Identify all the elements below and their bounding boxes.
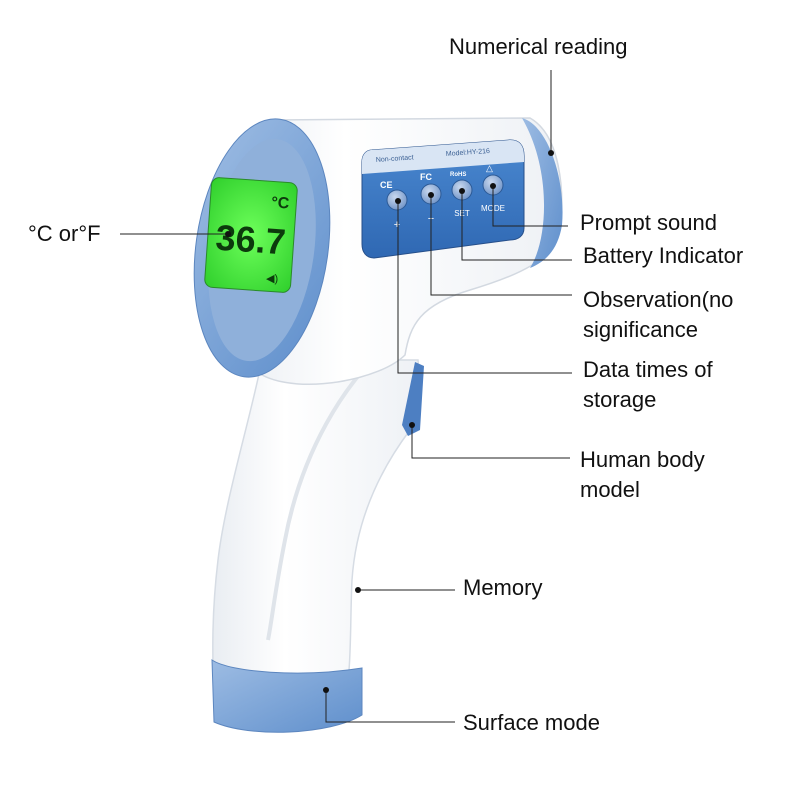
label-numerical-reading: Numerical reading	[449, 34, 628, 59]
lcd-unit: °C	[271, 194, 291, 212]
thermometer-handle	[212, 359, 420, 724]
panel-top-strip	[362, 140, 524, 174]
lcd-reading: 36.7	[214, 217, 287, 263]
speaker-icon: ◀)	[266, 273, 278, 285]
trigger	[402, 362, 424, 436]
recycle-icon: △	[486, 163, 493, 173]
leader-prompt-sound	[492, 186, 568, 227]
label-data-times-line2: storage	[583, 387, 657, 412]
ce-mark: CE	[380, 180, 393, 190]
leader-surface-mode	[325, 690, 455, 723]
leader-battery	[461, 191, 572, 261]
panel-model-text: Model:HY-216	[446, 148, 491, 158]
panel-noncontact-text: Non-contact	[376, 154, 414, 164]
fc-mark: FC	[420, 172, 432, 182]
label-data-times-line1: Data times of	[583, 357, 713, 382]
leader-dots	[225, 150, 554, 693]
label-observation-line1: Observation(no	[583, 287, 734, 312]
leader-human-body	[411, 425, 570, 459]
label-human-body-line2: model	[580, 477, 640, 502]
leader-data-times	[397, 201, 572, 374]
rohs-mark: RoHS	[450, 172, 466, 178]
plus-button-label: +	[394, 219, 400, 231]
handle-bottom-cap	[211, 659, 363, 733]
leader-observation	[430, 195, 572, 296]
label-memory: Memory	[463, 575, 543, 600]
label-battery-indicator: Battery Indicator	[583, 243, 744, 268]
label-observation-line2: significance	[583, 317, 698, 342]
leader-lines	[120, 70, 572, 723]
lcd-screen	[204, 177, 298, 293]
label-surface-mode: Surface mode	[463, 710, 600, 735]
label-prompt-sound: Prompt sound	[580, 210, 717, 235]
label-unit: °C or°F	[28, 221, 101, 246]
label-human-body-line1: Human body	[580, 447, 705, 472]
